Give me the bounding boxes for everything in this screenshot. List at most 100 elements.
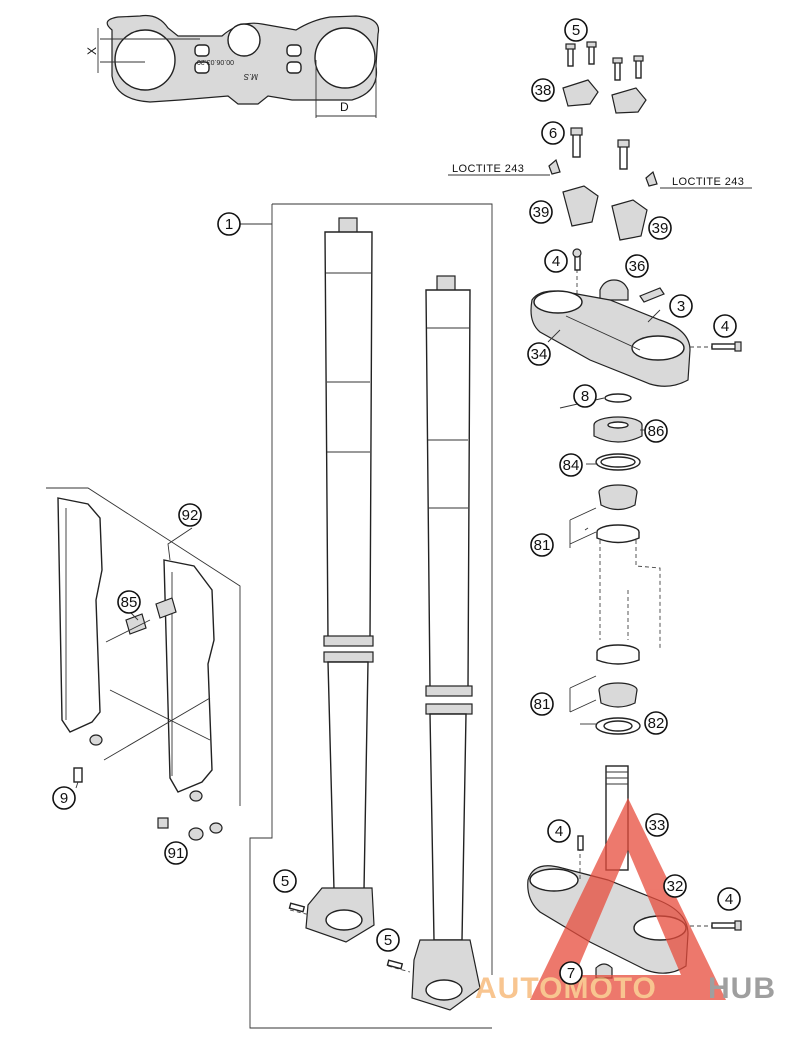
callout-85: 85: [117, 590, 141, 614]
callout-label: 4: [555, 823, 563, 840]
callout-label: 91: [168, 845, 185, 862]
callout-label: 4: [721, 318, 729, 335]
callout-label: 34: [531, 346, 548, 363]
callout-label: 86: [648, 423, 665, 440]
callout-circle: [717, 887, 741, 911]
callout-circle: [644, 419, 668, 443]
callout-81: 81: [530, 692, 554, 716]
callout-circle: [669, 294, 693, 318]
callout-circle: [625, 254, 649, 278]
upper-clamp-caps: [562, 79, 647, 114]
callout-label: 92: [182, 507, 199, 524]
callout-label: 81: [534, 696, 551, 713]
callout-label: 32: [667, 878, 684, 895]
loctite-note-right: LOCTITE 243: [672, 176, 744, 188]
callout-36: 36: [625, 254, 649, 278]
callout-circle: [164, 841, 188, 865]
callout-5: 5: [273, 869, 297, 893]
callout-circle: [531, 78, 555, 102]
callout-label: 39: [533, 204, 550, 221]
callout-5: 5: [376, 928, 400, 952]
callout-label: 84: [563, 457, 580, 474]
callout-circle: [530, 692, 554, 716]
callout-label: 8: [581, 388, 589, 405]
fork-guards-group: [46, 487, 241, 841]
right-fork-leg: [386, 275, 481, 1011]
callout-circle: [530, 533, 554, 557]
callout-label: 82: [648, 715, 665, 732]
lower-handlebar-clamps: [562, 185, 648, 241]
clamp-engraving-logo: M.S: [243, 72, 258, 81]
callout-label: 39: [652, 220, 669, 237]
callout-circle: [547, 819, 571, 843]
callout-label: 4: [725, 891, 733, 908]
callout-4: 4: [717, 887, 741, 911]
callout-circle: [178, 503, 202, 527]
callout-label: 7: [567, 965, 575, 982]
left-fork-leg: [288, 217, 375, 943]
callout-circle: [117, 590, 141, 614]
callout-label: 9: [60, 790, 68, 807]
callout-label: 5: [281, 873, 289, 890]
top-triple-clamp: [530, 248, 742, 387]
callout-label: 5: [384, 932, 392, 949]
callout-circle: [644, 711, 668, 735]
callout-39: 39: [648, 216, 672, 240]
handlebar-clamp-bolts: [565, 41, 644, 81]
callout-circle: [648, 216, 672, 240]
clamp-engraving-number: 00.06.03.20: [197, 58, 234, 65]
callout-circle: [573, 384, 597, 408]
loctite-note-left: LOCTITE 243: [452, 163, 524, 175]
callout-circle: [273, 869, 297, 893]
callout-92: 92: [178, 503, 202, 527]
dimension-d-label: D: [340, 100, 349, 114]
callout-label: 5: [572, 22, 580, 39]
callout-circle: [564, 18, 588, 42]
callout-label: 85: [121, 594, 138, 611]
callout-82: 82: [644, 711, 668, 735]
callout-circle: [52, 786, 76, 810]
callout-circle: [663, 874, 687, 898]
callout-4: 4: [713, 314, 737, 338]
dimension-x-label: X: [85, 47, 99, 55]
callout-label: 4: [552, 253, 560, 270]
o-ring: [604, 393, 632, 403]
callout-4: 4: [544, 249, 568, 273]
callout-91: 91: [164, 841, 188, 865]
watermark-triangle-logo: [530, 798, 726, 1000]
callout-label: 33: [649, 817, 666, 834]
callout-label: 36: [629, 258, 646, 275]
callout-circle: [559, 453, 583, 477]
callout-circle: [544, 249, 568, 273]
callout-33: 33: [645, 813, 669, 837]
callout-1: 1: [217, 212, 241, 236]
fork-assembly-frame: [249, 203, 493, 1029]
lower-clamp-bolts: [548, 127, 658, 187]
callout-39: 39: [529, 200, 553, 224]
callout-circle: [559, 961, 583, 985]
callout-label: 81: [534, 537, 551, 554]
callout-circle: [527, 342, 551, 366]
watermark-text-hub: HUB: [708, 972, 776, 1005]
callout-7: 7: [559, 961, 583, 985]
callout-label: 1: [225, 216, 233, 233]
callout-34: 34: [527, 342, 551, 366]
callout-81: 81: [530, 533, 554, 557]
callout-38: 38: [531, 78, 555, 102]
callout-circle: [217, 212, 241, 236]
callout-32: 32: [663, 874, 687, 898]
callout-6: 6: [541, 121, 565, 145]
callout-label: 6: [549, 125, 557, 142]
callout-label: 38: [535, 82, 552, 99]
callout-8: 8: [573, 384, 597, 408]
callout-circle: [529, 200, 553, 224]
callout-5: 5: [564, 18, 588, 42]
callout-circle: [645, 813, 669, 837]
callout-circle: [541, 121, 565, 145]
callout-circle: [713, 314, 737, 338]
callout-9: 9: [52, 786, 76, 810]
callout-4: 4: [547, 819, 571, 843]
callout-86: 86: [644, 419, 668, 443]
